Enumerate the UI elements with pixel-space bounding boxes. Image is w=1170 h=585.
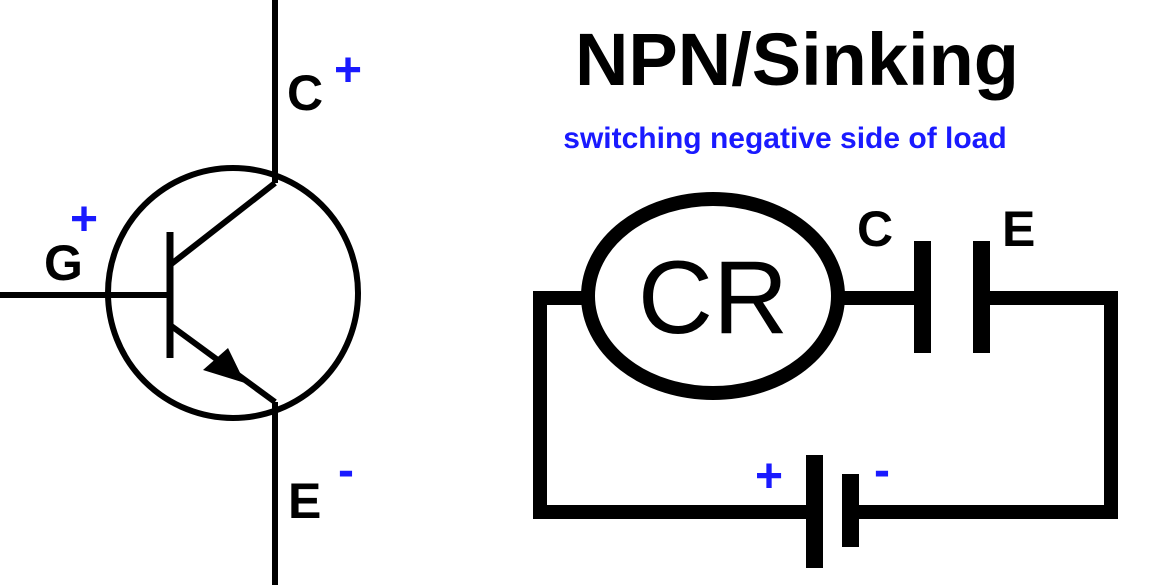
collector-label: C: [287, 65, 323, 121]
switch-emitter-label: E: [1002, 201, 1035, 257]
diagram-title: NPN/Sinking: [575, 18, 1019, 101]
switch-collector-plate: [914, 241, 931, 353]
battery-positive-sign: +: [755, 450, 783, 503]
diagram-subtitle: switching negative side of load: [563, 122, 1006, 155]
load-label: CR: [638, 240, 788, 356]
collector-sign: +: [334, 44, 362, 97]
sinking-circuit: CR C E + -: [533, 192, 1118, 568]
emitter-arrow-icon: [203, 348, 245, 383]
circuit-wire-right: [856, 291, 1118, 519]
gate-label: G: [44, 235, 83, 291]
switch-emitter-plate: [973, 241, 990, 353]
battery-positive-plate: [806, 455, 823, 568]
switch-collector-label: C: [857, 201, 893, 257]
gate-sign: +: [70, 193, 98, 246]
circuit-wire-left: [533, 291, 806, 519]
collector-diagonal: [168, 180, 277, 268]
battery-negative-plate: [842, 474, 859, 547]
load-coil-ellipse: [581, 192, 845, 400]
npn-transistor-symbol: [0, 0, 361, 585]
emitter-sign: -: [338, 444, 354, 497]
emitter-label: E: [288, 473, 321, 529]
battery-negative-sign: -: [874, 444, 890, 497]
